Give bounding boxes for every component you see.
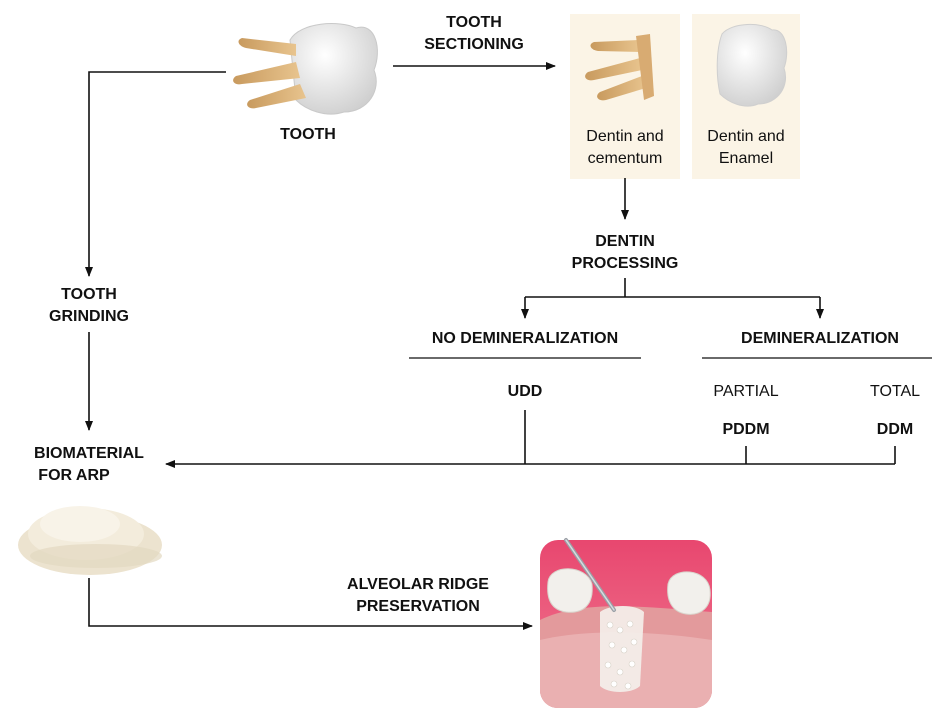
arp-label-line1: ALVEOLAR RIDGE xyxy=(347,576,489,593)
tooth-image xyxy=(233,24,377,115)
total-label: TOTAL xyxy=(870,383,920,400)
no-demineralization-label: NO DEMINERALIZATION xyxy=(432,330,618,347)
tooth-grinding-label-line1: TOOTH xyxy=(61,286,117,303)
tooth-grinding-label-line2: GRINDING xyxy=(49,308,129,325)
dentin-enamel-label-line2: Enamel xyxy=(719,150,773,167)
dentin-processing-label-line1: DENTIN xyxy=(595,233,655,250)
partial-label: PARTIAL xyxy=(713,383,778,400)
ddm-label: DDM xyxy=(877,421,913,438)
dentin-enamel-image xyxy=(717,24,786,106)
tooth-sectioning-label-line1: TOOTH xyxy=(446,14,502,31)
arp-illustration xyxy=(540,540,712,708)
dentin-cementum-label-line1: Dentin and xyxy=(586,128,663,145)
demineralization-label: DEMINERALIZATION xyxy=(741,330,899,347)
dentin-enamel-label-line1: Dentin and xyxy=(707,128,784,145)
arp-label-line2: PRESERVATION xyxy=(356,598,480,615)
biomaterial-label-line1: BIOMATERIAL xyxy=(34,445,144,462)
dentin-cementum-label-line2: cementum xyxy=(588,150,663,167)
udd-label: UDD xyxy=(508,383,543,400)
tooth-sectioning-label-line2: SECTIONING xyxy=(424,36,524,53)
biomaterial-label-line2: FOR ARP xyxy=(38,467,110,484)
biomaterial-powder-image xyxy=(18,506,162,575)
pddm-label: PDDM xyxy=(722,421,769,438)
tooth-to-grinding-line xyxy=(89,72,226,276)
dentin-processing-label-line2: PROCESSING xyxy=(572,255,679,272)
tooth-label: TOOTH xyxy=(280,126,336,143)
